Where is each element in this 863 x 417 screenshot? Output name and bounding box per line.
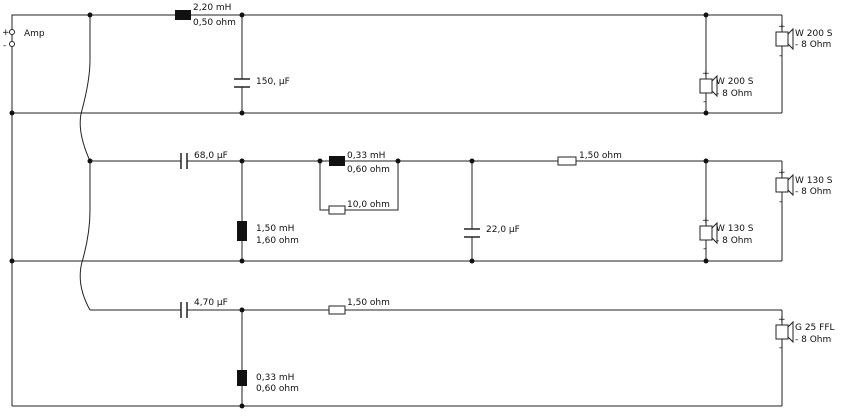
branch2-speaker-top: + - W 130 S - 8 Ohm [775, 168, 833, 207]
branch3-series-resistor: 1,50 ohm [328, 298, 390, 315]
branch3-series-capacitor: 4,70 µF [180, 298, 228, 318]
branch2-series-inductor: 0,33 mH 0,60 ohm [329, 151, 390, 175]
svg-text:-: - [703, 244, 706, 254]
svg-text:150, µF: 150, µF [256, 77, 290, 87]
svg-text:1,50 ohm: 1,50 ohm [579, 151, 622, 161]
svg-text:- 8 Ohm: - 8 Ohm [795, 187, 831, 197]
branch1-inductor: 2,20 mH 0,50 ohm [175, 3, 236, 28]
branch2-parallel-resistor: 10,0 ohm [328, 200, 390, 215]
wires [11, 14, 783, 407]
svg-text:- 8 Ohm: - 8 Ohm [716, 236, 752, 246]
svg-text:1,50 mH: 1,50 mH [256, 224, 294, 234]
svg-text:- 8 Ohm: - 8 Ohm [716, 89, 752, 99]
branch2-speaker-mid: + - W 130 S - 8 Ohm [699, 216, 754, 254]
svg-text:0,60 ohm: 0,60 ohm [256, 384, 299, 394]
svg-text:+: + [778, 22, 786, 32]
svg-text:W 130 S: W 130 S [795, 176, 833, 186]
svg-text:0,33 mH: 0,33 mH [256, 373, 294, 383]
svg-text:-: - [703, 97, 706, 107]
svg-text:- 8 Ohm: - 8 Ohm [795, 40, 831, 50]
svg-text:2,20 mH: 2,20 mH [193, 3, 231, 13]
svg-text:G 25 FFL: G 25 FFL [795, 323, 835, 333]
amp-terminals: + - Amp [2, 28, 45, 51]
branch2-shunt-inductor: 1,50 mH 1,60 ohm [237, 221, 299, 246]
branch2-shunt-capacitor: 22,0 µF [464, 225, 520, 238]
svg-text:+: + [778, 315, 786, 325]
svg-text:22,0 µF: 22,0 µF [486, 225, 520, 235]
svg-text:W 130 S: W 130 S [716, 224, 754, 234]
amp-minus-sign: - [3, 41, 6, 51]
svg-text:0,33 mH: 0,33 mH [347, 151, 385, 161]
svg-text:68,0 µF: 68,0 µF [194, 151, 228, 161]
svg-text:- 8 Ohm: - 8 Ohm [795, 335, 831, 345]
svg-text:+: + [778, 168, 786, 178]
svg-text:-: - [779, 343, 782, 353]
svg-text:+: + [702, 216, 710, 226]
svg-text:+: + [702, 69, 710, 79]
branch3-shunt-inductor: 0,33 mH 0,60 ohm [237, 370, 299, 394]
svg-text:W 200 S: W 200 S [716, 77, 754, 87]
svg-text:1,60 ohm: 1,60 ohm [256, 236, 299, 246]
svg-text:0,50 ohm: 0,50 ohm [193, 18, 236, 28]
branch1-capacitor: 150, µF [234, 77, 290, 88]
amp-plus-sign: + [2, 28, 10, 38]
branch2-series-resistor: 1,50 ohm [557, 151, 622, 166]
svg-text:10,0 ohm: 10,0 ohm [347, 200, 390, 210]
branch2-series-capacitor: 68,0 µF [180, 151, 228, 169]
branch1-speaker-mid: + - W 200 S - 8 Ohm [699, 69, 754, 107]
junction-dots [9, 12, 709, 409]
svg-text:0,60 ohm: 0,60 ohm [347, 165, 390, 175]
svg-text:1,50 ohm: 1,50 ohm [347, 298, 390, 308]
svg-text:-: - [779, 197, 782, 207]
branch3-speaker: + - G 25 FFL - 8 Ohm [775, 315, 835, 353]
svg-text:-: - [779, 51, 782, 61]
svg-text:W 200 S: W 200 S [795, 29, 833, 39]
branch1-speaker-top: + - W 200 S - 8 Ohm [775, 22, 833, 61]
svg-text:4,70 µF: 4,70 µF [194, 298, 228, 308]
amp-label: Amp [24, 29, 45, 39]
